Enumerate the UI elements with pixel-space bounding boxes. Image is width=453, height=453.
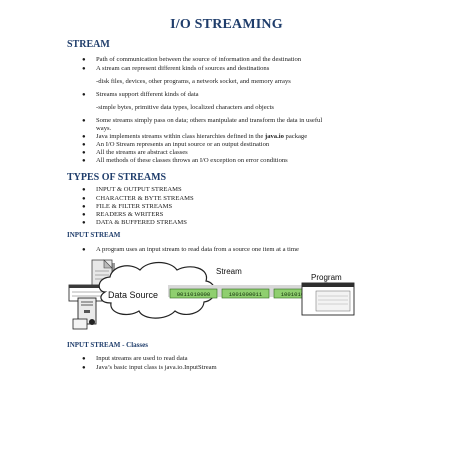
input-stream-heading: INPUT STREAM [67, 231, 121, 239]
data-source-label: Data Source [108, 290, 158, 300]
input-stream-classes-heading: INPUT STREAM - Classes [67, 341, 148, 349]
types-item: CHARACTER & BYTE STREAMS [96, 195, 194, 202]
stream-line: Some streams simply pass on data; others… [96, 117, 323, 124]
classes-item: Input streams are used to read data [96, 355, 188, 362]
bits-text: 1001010101 [281, 291, 315, 298]
stream-line: A stream can represent different kinds o… [96, 65, 270, 72]
program-label: Program [311, 273, 342, 282]
bits-box [221, 288, 270, 299]
stream-line-part: package [283, 133, 308, 140]
bullet-icon: ● [82, 150, 86, 156]
java-io-package: java.io [265, 133, 284, 140]
bullet-icon: ● [82, 66, 86, 72]
classes-item: Java’s basic input class is java.io.Inpu… [96, 364, 217, 371]
stream-line: All methods of these classes throws an I… [96, 157, 288, 164]
stream-line: Path of communication between the source… [96, 56, 302, 63]
document-title: I/O STREAMING [170, 17, 283, 32]
bullet-icon: ● [82, 187, 86, 193]
program-window [301, 282, 355, 316]
types-item: INPUT & OUTPUT STREAMS [96, 186, 182, 193]
stream-line: Streams support different kinds of data [96, 91, 199, 98]
stream-line: -disk files, devices, other programs, a … [96, 78, 291, 85]
bits-text: 1001000011 [229, 291, 263, 298]
stream-label: Stream [216, 267, 242, 276]
stream-heading: STREAM [67, 39, 110, 50]
bullet-icon: ● [82, 196, 86, 202]
bullet-icon: ● [82, 356, 86, 362]
bullet-icon: ● [82, 365, 86, 371]
types-item: READERS & WRITERS [96, 211, 164, 218]
types-item: FILE & FILTER STREAMS [96, 203, 173, 210]
stream-line-part: Java implements streams within class hie… [96, 133, 266, 140]
bullet-icon: ● [82, 57, 86, 63]
bullet-icon: ● [82, 158, 86, 164]
types-heading: TYPES OF STREAMS [67, 172, 167, 183]
bullet-icon: ● [82, 92, 86, 98]
bullet-icon: ● [82, 212, 86, 218]
stream-line: An I/O Stream represents an input source… [96, 141, 270, 148]
input-stream-item: A program uses an input stream to read d… [96, 246, 299, 253]
stream-line: All the streams are abstract classes [96, 149, 188, 156]
stream-line: Java implements streams within class hie… [96, 133, 307, 141]
bullet-icon: ● [82, 142, 86, 148]
stream-line: ways. [96, 125, 112, 132]
bullet-icon: ● [82, 220, 86, 226]
bits-box [169, 288, 218, 299]
bits-text: 0011010000 [177, 291, 211, 298]
bullet-icon: ● [82, 247, 86, 253]
computer-icon [72, 297, 97, 330]
bullet-icon: ● [82, 204, 86, 210]
types-item: DATA & BUFFERED STREAMS [96, 219, 187, 226]
bullet-icon: ● [82, 134, 86, 140]
bullet-icon: ● [82, 118, 86, 124]
stream-line: -simple bytes, primitive data types, loc… [96, 104, 274, 111]
